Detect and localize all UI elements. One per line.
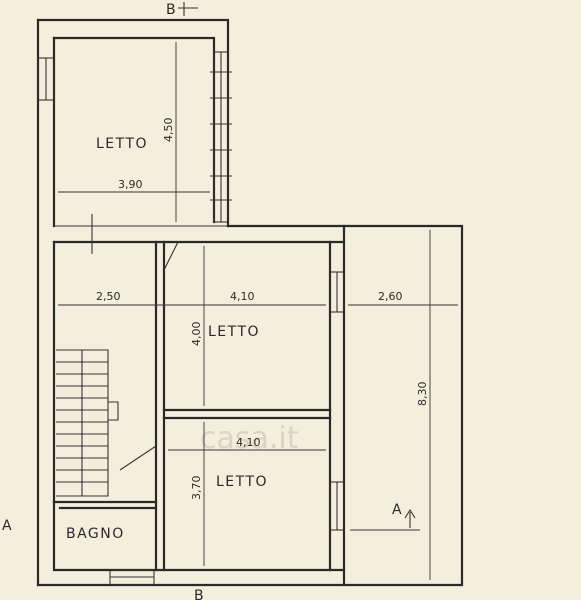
dim-top-depth: 4,50: [162, 118, 175, 143]
dimension-lines: [58, 42, 458, 580]
dim-middle-depth: 4,00: [190, 322, 203, 347]
interior-walls: [52, 225, 332, 572]
room-label-lower-bedroom: LETTO: [216, 474, 268, 490]
section-mark-a-right: A: [392, 502, 402, 518]
dim-middle-width: 4,10: [230, 290, 255, 303]
dim-right-width: 2,60: [378, 290, 403, 303]
stair-treads: [56, 350, 108, 496]
section-mark-b-top: B: [166, 2, 176, 18]
room-label-middle-bedroom: LETTO: [208, 324, 260, 340]
section-mark-a-left: A: [2, 518, 12, 534]
section-arrow-a-right: [404, 508, 416, 528]
dim-top-width: 3,90: [118, 178, 143, 191]
windows: [37, 51, 345, 586]
dim-right-length: 8,30: [416, 382, 429, 407]
room-label-bathroom: BAGNO: [66, 526, 125, 542]
dim-hall-width: 2,50: [96, 290, 121, 303]
section-mark-b-bottom: B: [194, 588, 204, 600]
dim-lower-depth: 3,70: [190, 476, 203, 501]
dim-lower-width: 4,10: [236, 436, 261, 449]
room-label-top-bedroom: LETTO: [96, 136, 148, 152]
section-arrow-b-top: [178, 2, 198, 16]
